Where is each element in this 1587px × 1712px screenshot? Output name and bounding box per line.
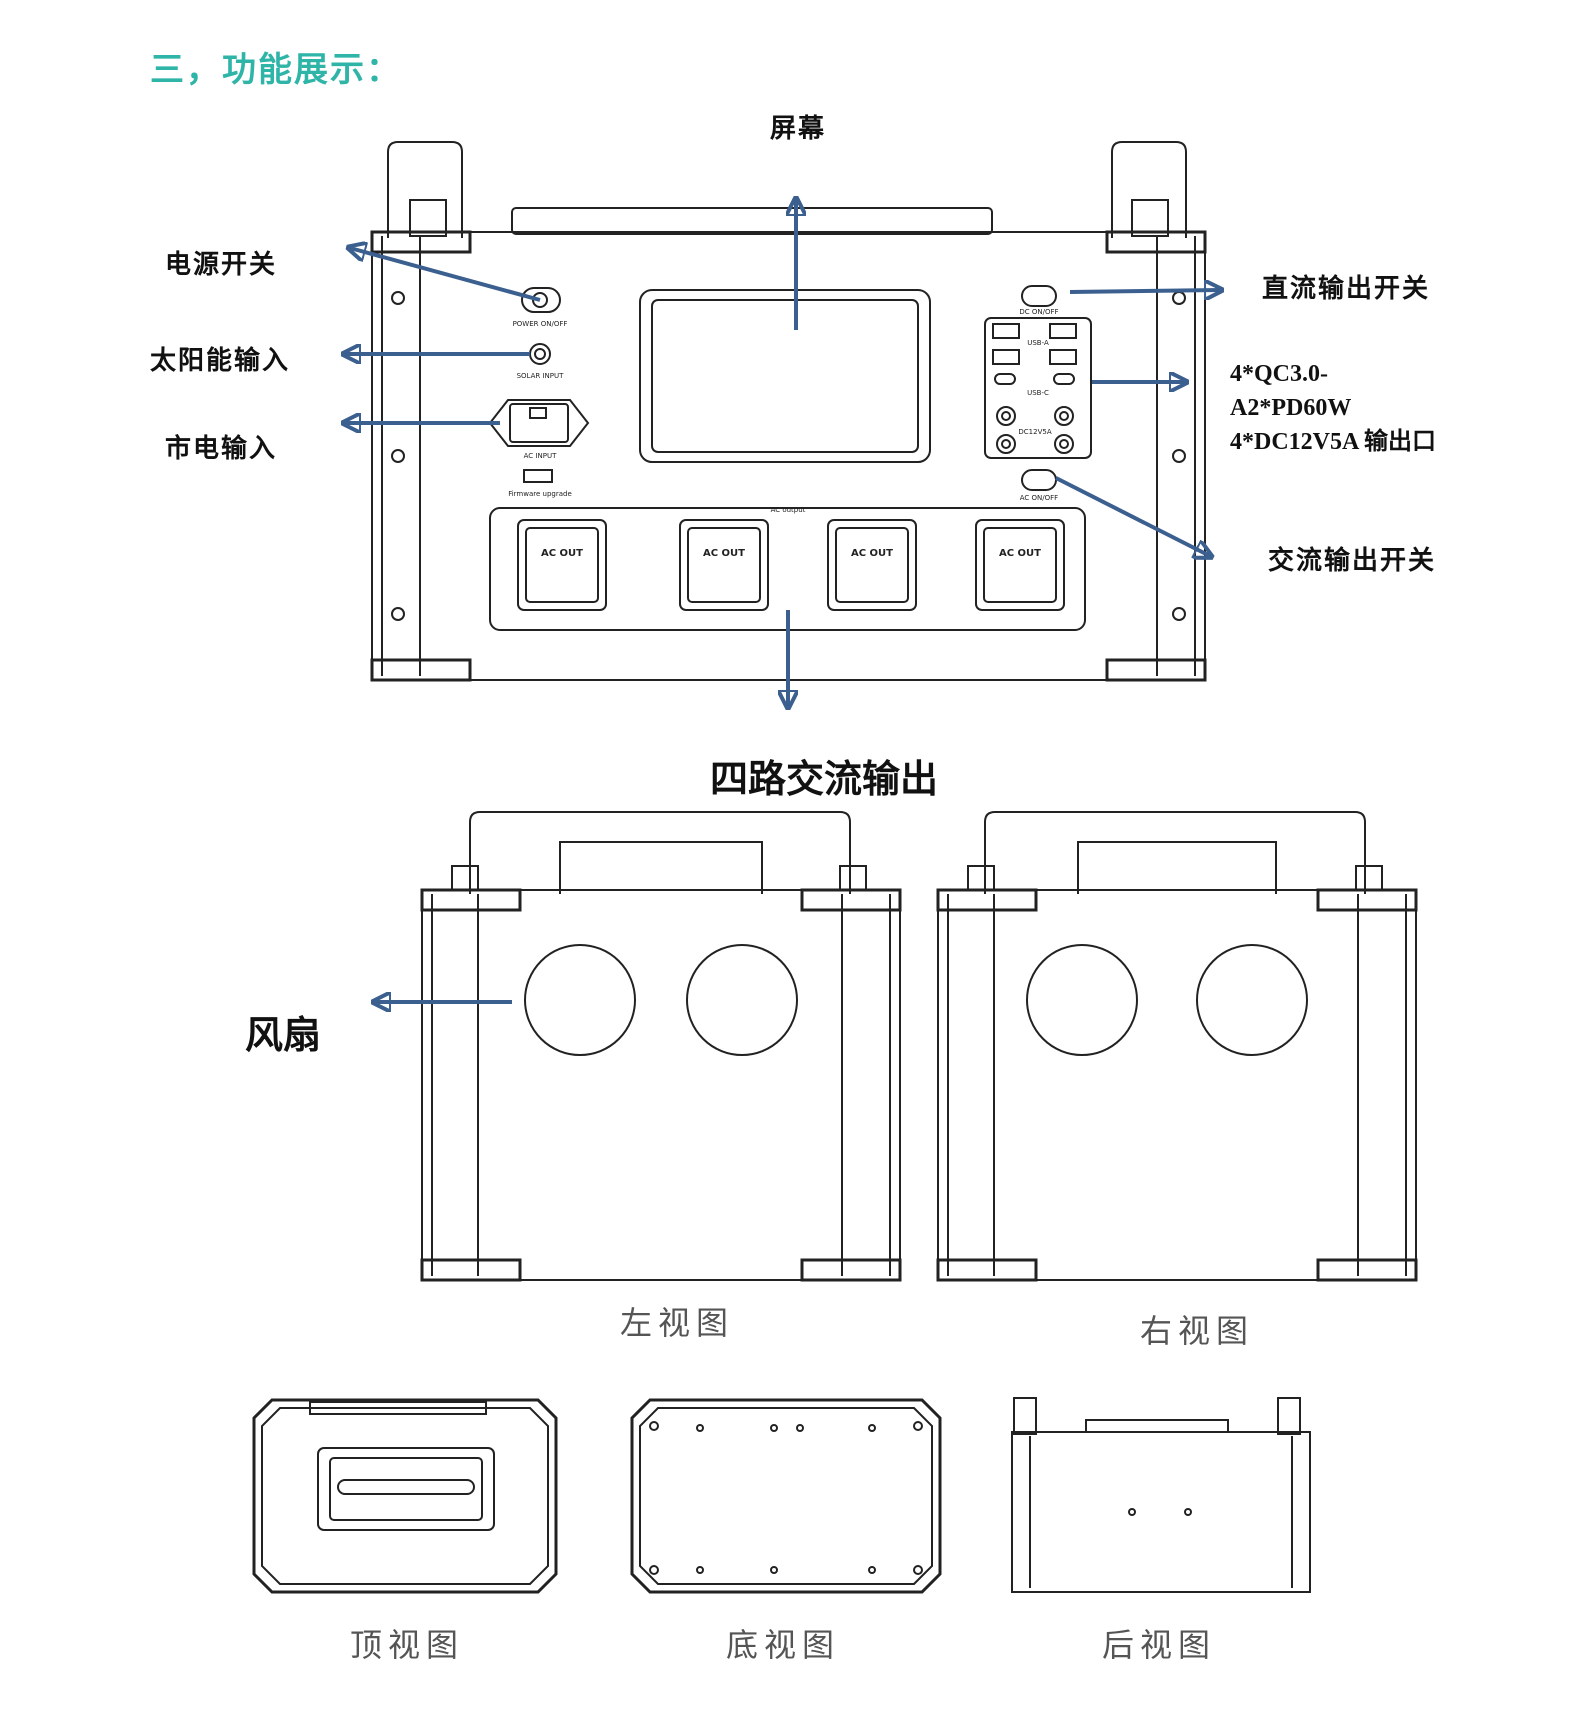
mains-input-label: 市电输入 bbox=[165, 434, 278, 464]
outputs-label: 4*QC3.0- A2*PD60W 4*DC12V5A 输出口 bbox=[1230, 357, 1436, 459]
usb-c-panel-text: USB-C bbox=[1027, 389, 1049, 397]
top-view-caption: 顶视图 bbox=[350, 1626, 465, 1664]
front-view-diagram: POWER ON/OFF SOLAR INPUT AC INPUT Firmwa… bbox=[0, 141, 1587, 760]
ac-out-socket-4: AC OUT bbox=[999, 548, 1041, 559]
left-view bbox=[420, 811, 902, 1282]
ac-switch-arrow bbox=[1055, 476, 1210, 556]
screen-label: 屏幕 bbox=[770, 114, 827, 144]
ac-out-socket-3: AC OUT bbox=[851, 548, 893, 559]
outputs-line-2: A2*PD60W bbox=[1230, 395, 1352, 421]
solar-panel-text: SOLAR INPUT bbox=[517, 372, 565, 380]
fan-label: 风扇 bbox=[245, 1012, 322, 1057]
back-view bbox=[1011, 1397, 1311, 1593]
power-panel-text: POWER ON/OFF bbox=[513, 320, 568, 328]
dc-onoff-panel-text: DC ON/OFF bbox=[1019, 308, 1058, 316]
right-view bbox=[936, 811, 1418, 1282]
bottom-view-caption: 底视图 bbox=[726, 1626, 841, 1664]
left-view-caption: 左视图 bbox=[620, 1304, 735, 1342]
top-view bbox=[252, 1398, 558, 1594]
power-arrow bbox=[350, 248, 541, 302]
other-views-diagram bbox=[252, 1397, 1311, 1594]
ac-output-panel-text: AC output bbox=[771, 506, 806, 514]
right-view-caption: 右视图 bbox=[1140, 1312, 1255, 1350]
ac-outputs-label: 四路交流输出 bbox=[710, 756, 939, 801]
ac-onoff-panel-text: AC ON/OFF bbox=[1020, 494, 1058, 502]
outputs-line-1: 4*QC3.0- bbox=[1230, 361, 1328, 387]
ac-switch-label: 交流输出开关 bbox=[1268, 546, 1437, 576]
dc-switch-label: 直流输出开关 bbox=[1262, 274, 1431, 304]
side-views-diagram bbox=[0, 811, 1418, 1282]
power-switch-label: 电源开关 bbox=[165, 250, 278, 280]
ac-input-panel-text: AC INPUT bbox=[524, 452, 557, 460]
outputs-line-3: 4*DC12V5A 输出口 bbox=[1230, 429, 1437, 455]
ac-out-socket-2: AC OUT bbox=[703, 548, 745, 559]
section-title: 三，功能展示： bbox=[150, 50, 402, 90]
bottom-view bbox=[630, 1398, 942, 1594]
firmware-panel-text: Firmware upgrade bbox=[508, 490, 572, 498]
solar-input-label: 太阳能输入 bbox=[150, 346, 291, 376]
ac-out-socket-1: AC OUT bbox=[541, 548, 583, 559]
dc12v5a-panel-text: DC12V5A bbox=[1018, 428, 1051, 436]
back-view-caption: 后视图 bbox=[1102, 1626, 1217, 1664]
usb-a-panel-text: USB-A bbox=[1027, 339, 1049, 347]
dc-switch-arrow bbox=[1069, 290, 1220, 292]
